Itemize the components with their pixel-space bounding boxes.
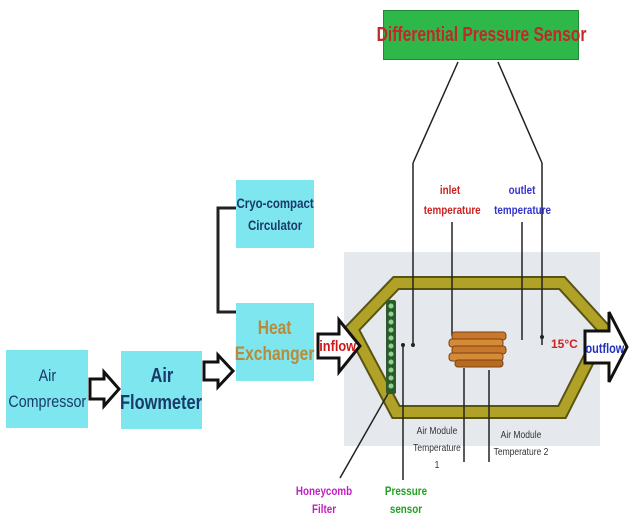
air-module-temp2-line1: Air Module	[500, 430, 542, 441]
heat-exchanger-label-line2: Exchanger	[235, 344, 315, 365]
inflow-label-box: inflow	[319, 336, 357, 357]
pressure-sensor-label: Pressure sensor	[376, 482, 436, 518]
air-flowmeter-label-line1: Air	[150, 365, 173, 387]
temperature-readout-value: 15	[551, 337, 565, 351]
dp-wire-right-upper	[497, 61, 543, 164]
air-compressor-label-line2: Compressor	[8, 392, 86, 411]
outflow-label-box: outflow	[585, 338, 625, 358]
honeycomb-filter-label: Honeycomb Filter	[286, 482, 362, 518]
differential-pressure-sensor-box: Differential Pressure Sensor	[376, 10, 586, 60]
air-compressor-label-line1: Air	[38, 366, 56, 385]
temperature-readout-unit: °C	[564, 337, 578, 351]
air-module-temp1-line2: Temperature 1	[413, 443, 461, 471]
heat-exchanger-label-line1: Heat	[258, 318, 292, 339]
outlet-temperature-line2: temperature	[494, 203, 551, 217]
outlet-temperature-line1: outlet	[508, 183, 536, 197]
outlet-temperature-label: outlet temperature	[488, 180, 556, 220]
dp-probe-left-dot	[411, 343, 415, 347]
honeycomb-line1: Honeycomb	[295, 484, 353, 498]
differential-pressure-sensor-label: Differential Pressure Sensor	[376, 23, 586, 46]
air-module-temp1-line1: Air Module	[416, 426, 458, 437]
heat-exchanger-box: Heat Exchanger	[235, 303, 315, 381]
arrow-flowmeter-to-heat-exchanger	[202, 351, 236, 391]
air-module-icon	[448, 331, 507, 368]
air-flowmeter-box: Air Flowmeter	[120, 351, 203, 429]
inlet-temperature-label: inlet temperature	[418, 180, 482, 220]
inflow-label: inflow	[319, 338, 357, 355]
inflow-arrow	[316, 315, 362, 377]
circulator-loop-line	[216, 206, 237, 314]
pressure-sensor-line1: Pressure	[384, 484, 428, 498]
air-flowmeter-label-line2: Flowmeter	[120, 392, 203, 414]
cryo-compact-circulator-box: Cryo-compact Circulator	[236, 180, 314, 248]
honeycomb-wire	[339, 391, 390, 479]
honeycomb-line2: Filter	[311, 502, 337, 516]
circulator-label-line2: Circulator	[247, 217, 303, 233]
inlet-temperature-line1: inlet	[439, 183, 461, 197]
honeycomb-filter-icon	[386, 300, 396, 394]
arrow-compressor-to-flowmeter	[88, 368, 122, 410]
inlet-temperature-line2: temperature	[423, 203, 481, 217]
temperature-readout: 15°C	[551, 337, 578, 351]
pressure-sensor-line2: sensor	[389, 502, 423, 516]
air-module-temp2-line2: Temperature 2	[493, 447, 549, 458]
dp-probe-right-dot	[540, 335, 544, 339]
air-module-temperature-1-label: Air Module Temperature 1	[405, 423, 469, 474]
duct-body	[345, 278, 611, 417]
outflow-arrow	[583, 311, 629, 383]
dp-wire-left-upper	[412, 61, 459, 164]
air-module-temperature-2-label: Air Module Temperature 2	[488, 427, 554, 461]
outflow-label: outflow	[585, 340, 625, 356]
circulator-label-line1: Cryo-compact	[236, 195, 314, 211]
pressure-probe-dot	[401, 343, 405, 347]
air-compressor-box: Air Compressor	[6, 350, 88, 428]
